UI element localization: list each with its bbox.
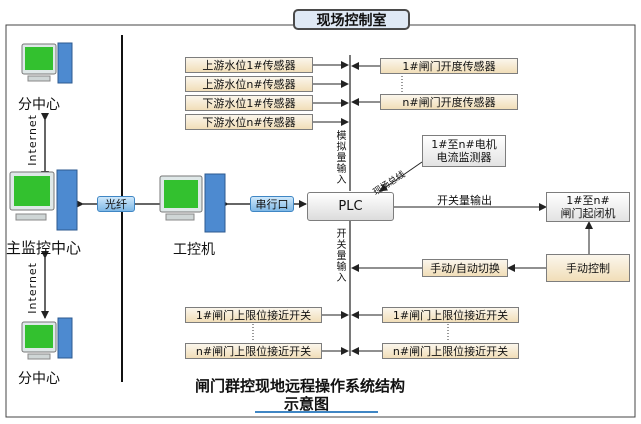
computer-icon-top: [21, 42, 73, 84]
downstream-level-1-sensor: 下游水位1#传感器: [185, 95, 313, 111]
diagram-caption-line1: 闸门群控现地远程操作系统结构: [195, 377, 406, 395]
gate-operator-box: 1#至n# 闸门起闭机: [546, 192, 630, 222]
right-switch-gate-n: n#闸门上限位接近开关: [382, 343, 519, 359]
gate-operator-line2: 闸门起闭机: [560, 207, 616, 220]
computer-icon-main: [9, 169, 78, 231]
left-switch-gate-n: n#闸门上限位接近开关: [185, 343, 322, 359]
serial-link: 串行口: [250, 196, 294, 212]
computer-icon-ipc: [159, 173, 226, 233]
gate-n-opening-sensor: n#闸门开度传感器: [380, 94, 518, 110]
diagram-caption-line2: 示意图: [284, 395, 330, 413]
internet-bottom-label: Internet: [26, 262, 39, 314]
manual-control-box: 手动控制: [546, 254, 630, 282]
computer-icon-bottom: [21, 317, 73, 360]
control-room-title: 现场控制室: [293, 9, 410, 30]
analog-input-label: 模拟量输入: [334, 130, 345, 185]
motor-current-monitor: 1#至n#电机 电流监测器: [422, 135, 506, 167]
upstream-level-1-sensor: 上游水位1#传感器: [185, 57, 313, 73]
downstream-level-n-sensor: 下游水位n#传感器: [185, 114, 313, 130]
motor-monitor-line1: 1#至n#电机: [431, 138, 497, 151]
gate-operator-line1: 1#至n#: [566, 194, 610, 207]
sub-center-top-label: 分中心: [18, 97, 60, 113]
switch-input-label: 开关量输入: [334, 228, 345, 283]
switch-output-label: 开关量输出: [437, 194, 492, 207]
gate-1-opening-sensor: 1#闸门开度传感器: [380, 58, 518, 74]
motor-monitor-line2: 电流监测器: [436, 151, 492, 164]
left-switch-gate-1: 1#闸门上限位接近开关: [185, 307, 322, 323]
internet-top-label: Internet: [26, 114, 39, 166]
main-center-label: 主监控中心: [6, 239, 82, 257]
sub-center-bottom-label: 分中心: [18, 371, 60, 387]
ipc-label: 工控机: [173, 242, 215, 258]
fiber-link: 光纤: [97, 196, 135, 212]
right-switch-gate-1: 1#闸门上限位接近开关: [382, 307, 519, 323]
mode-switch-box: 手动/自动切换: [422, 259, 508, 277]
upstream-level-n-sensor: 上游水位n#传感器: [185, 76, 313, 92]
plc-box: PLC: [307, 192, 394, 221]
